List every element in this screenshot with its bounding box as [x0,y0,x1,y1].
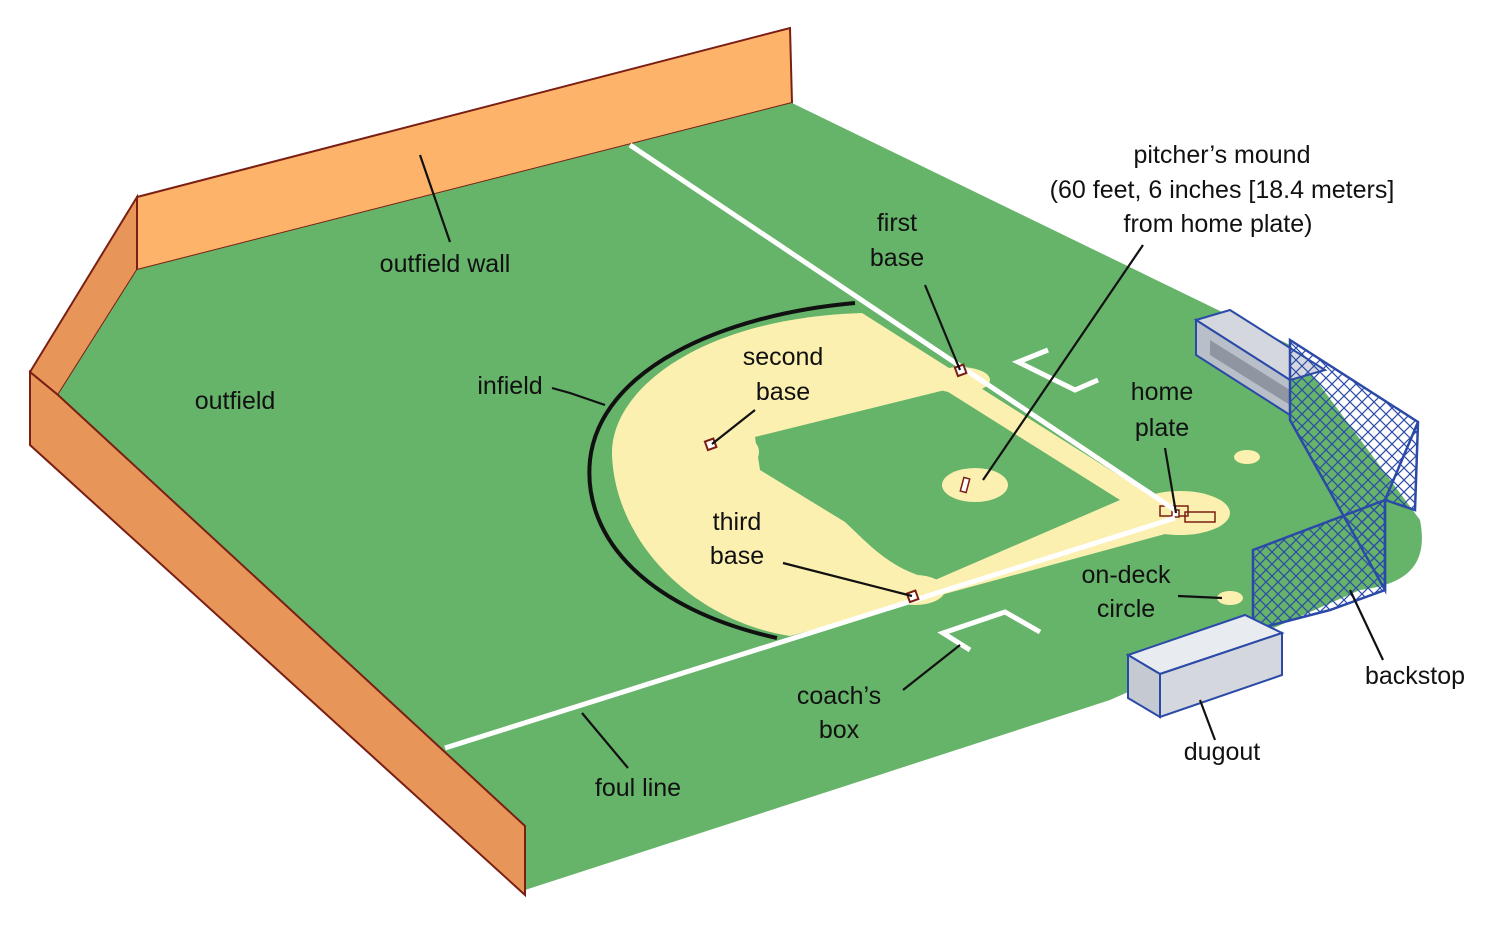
coachs-box-third [937,609,1042,653]
pitchers-mound-dirt [942,468,1008,502]
leader-first-base [923,284,962,371]
leader-third-base [782,561,913,598]
leader-outfield-wall [418,154,452,243]
label-second-base-line2: base [756,378,810,406]
label-on-deck-circle-line1: on-deck [1082,561,1171,589]
on-deck-circle-lower [1217,591,1243,605]
label-home-plate-line2: plate [1135,414,1189,442]
leader-second-base [711,409,756,445]
label-dugout: dugout [1184,738,1261,766]
foul-line-third [444,515,1176,751]
leader-coachs-box [902,644,961,691]
label-outfield: outfield [195,387,276,415]
leader-infield [551,386,606,407]
label-on-deck-circle-line2: circle [1097,595,1155,623]
second-base [703,437,718,452]
label-foul-line: foul line [595,774,681,802]
label-first-base-line1: first [877,209,917,237]
leader-pitchers-mound [982,244,1144,481]
label-coachs-box-line2: box [819,716,860,744]
leader-foul-line [581,712,629,769]
label-infield: infield [477,372,542,400]
leader-dugout [1198,699,1217,741]
label-pitchers-mound-line1: pitcher’s mound [1134,141,1311,169]
label-coachs-box-line1: coach’s [797,682,881,710]
third-base [905,589,920,604]
dugout-lower-front [1159,631,1283,719]
batters-box-right [1184,511,1216,523]
label-outfield-wall: outfield wall [380,250,511,278]
foul-line-first [628,142,1177,513]
first-base [953,363,968,378]
label-pitchers-mound-line3: from home plate) [1124,210,1313,238]
infield-arc [587,301,856,640]
second-base-dirt [731,438,759,466]
leader-backstop [1349,589,1384,661]
label-pitchers-mound-line2: (60 feet, 6 inches [18.4 meters] [1050,176,1395,204]
backstop-corner-post [1383,421,1420,501]
label-home-plate-line1: home [1131,378,1194,406]
leader-on-deck-circle [1177,594,1223,600]
label-third-base-line2: base [710,542,764,570]
dugout-upper-opening [1210,340,1290,405]
label-second-base-line1: second [743,343,824,371]
infield-grass [755,390,1120,580]
coachs-box-first [1011,347,1099,393]
outfield-wall-side [29,369,526,898]
label-first-base-line2: base [870,244,924,272]
leader-home-plate [1163,447,1178,514]
label-backstop: backstop [1365,662,1465,690]
backstop-net-front [1251,498,1387,632]
pitchers-rubber [959,476,971,494]
label-third-base-line1: third [713,508,762,536]
on-deck-circle-upper [1234,450,1260,464]
